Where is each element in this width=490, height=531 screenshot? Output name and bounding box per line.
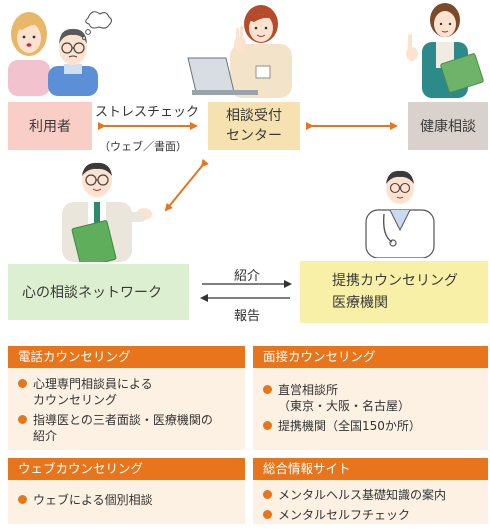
list-item: ウェブによる個別相談 xyxy=(18,492,239,508)
reception-center-box: 相談受付 センター xyxy=(208,102,300,150)
user-box-label: 利用者 xyxy=(29,119,71,135)
list-item: メンタルヘルス基礎知識の案内 xyxy=(263,487,482,503)
panel-info-site: 総合情報サイト メンタルヘルス基礎知識の案内 メンタルセルフチェック xyxy=(253,458,488,524)
partner-institution-label-line1: 提携カウンセリング xyxy=(332,273,458,289)
network-counselor-illustration xyxy=(62,162,152,262)
reception-center-label-line2: センター xyxy=(226,128,282,144)
panel-title: 電話カウンセリング xyxy=(8,346,245,368)
stress-check-sub-label: （ウェブ／書面） xyxy=(99,140,187,153)
list-item: 直営相談所（東京・大阪・名古屋） xyxy=(263,382,482,414)
introduction-label: 紹介 xyxy=(234,269,261,284)
panel-phone-counseling: 電話カウンセリング 心理専門相談員によるカウンセリング 指導医との三者面談・医療… xyxy=(8,346,245,450)
panel-interview-counseling: 面接カウンセリング 直営相談所（東京・大阪・名古屋） 提携機関（全国150か所） xyxy=(253,346,488,450)
list-item: 提携機関（全国150か所） xyxy=(263,418,482,434)
mind-network-box: 心の相談ネットワーク xyxy=(8,264,189,320)
arrow-center-network xyxy=(164,158,209,212)
health-advisor-illustration xyxy=(406,3,484,98)
panel-web-counseling: ウェブカウンセリング ウェブによる個別相談 xyxy=(8,458,245,524)
receptionist-laptop-illustration xyxy=(187,5,292,98)
worried-couple-illustration xyxy=(8,11,113,96)
mind-network-label: 心の相談ネットワーク xyxy=(22,285,162,301)
bullet-icon xyxy=(18,379,27,388)
reception-center-label-line1: 相談受付 xyxy=(226,108,282,124)
bullet-icon xyxy=(263,421,272,430)
partner-institution-box: 提携カウンセリング 医療機関 xyxy=(300,261,488,323)
report-label: 報告 xyxy=(234,309,261,324)
panel-title: 面接カウンセリング xyxy=(253,346,488,368)
list-item: 心理専門相談員によるカウンセリング xyxy=(18,376,239,408)
list-item: メンタルセルフチェック xyxy=(263,507,482,523)
partner-institution-label-line2: 医療機関 xyxy=(332,295,388,311)
bullet-icon xyxy=(18,495,27,504)
list-item: 指導医との三者面談・医療機関の紹介 xyxy=(18,412,239,444)
bullet-icon xyxy=(263,385,272,394)
bullet-icon xyxy=(18,415,27,424)
user-box: 利用者 xyxy=(8,102,92,150)
health-consultation-box: 健康相談 xyxy=(408,102,488,150)
bullet-icon xyxy=(263,510,272,519)
bullet-icon xyxy=(263,490,272,499)
doctor-illustration xyxy=(365,170,435,258)
health-consultation-label: 健康相談 xyxy=(420,119,476,135)
panel-title: ウェブカウンセリング xyxy=(8,458,245,480)
stress-check-label: ストレスチェック xyxy=(95,105,200,120)
panel-title: 総合情報サイト xyxy=(253,458,488,480)
